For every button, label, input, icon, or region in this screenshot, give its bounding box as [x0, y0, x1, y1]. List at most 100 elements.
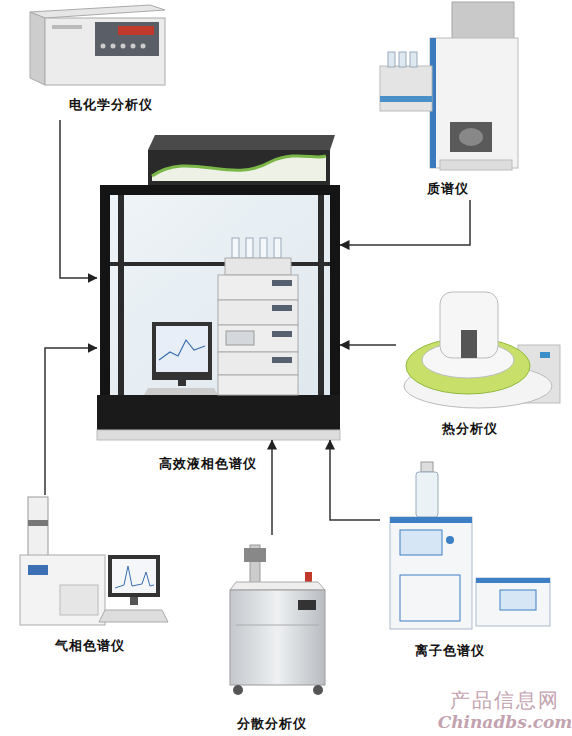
hplc-enclosure-picture-part	[110, 262, 330, 266]
electrochemical-analyzer-picture-part	[30, 12, 45, 85]
hplc-enclosure-picture-part	[272, 331, 292, 337]
instrument-node: 分散分析仪	[222, 535, 332, 733]
dispersion-analyzer-picture-part	[313, 685, 323, 695]
ion-chromatograph-picture-part	[390, 517, 472, 523]
mass-spectrometer-picture-part	[452, 2, 514, 40]
instrument-node: 电化学分析仪	[28, 5, 194, 120]
hplc-enclosure-picture-part	[232, 238, 239, 258]
mass-spectrometer-picture-part	[430, 38, 518, 168]
connector-arrow	[340, 344, 396, 346]
instrument-label: 高效液相色谱仪	[159, 455, 257, 472]
hplc-enclosure-picture-part	[148, 150, 330, 185]
gas-chromatograph-picture-part	[28, 565, 48, 575]
electrochemical-analyzer-picture-part	[111, 44, 116, 49]
hplc-enclosure-picture-part	[218, 375, 298, 395]
hplc-enclosure-picture-part	[318, 195, 324, 395]
dispersion-analyzer-picture	[230, 545, 325, 695]
hplc-enclosure-picture-part	[97, 395, 340, 430]
hplc-enclosure-picture-part	[118, 195, 124, 395]
hplc-enclosure-picture-part	[218, 300, 298, 325]
electrochemical-analyzer-picture-part	[118, 26, 154, 35]
ion-chromatograph-picture-part	[500, 590, 536, 610]
ion-chromatograph-picture-part	[390, 517, 472, 629]
mass-spectrometer-picture-part	[380, 96, 432, 102]
ion-chromatograph-picture-part	[400, 530, 442, 555]
hplc-enclosure-picture-part	[272, 305, 292, 311]
instrument-node: 高效液相色谱仪	[97, 135, 340, 440]
ion-chromatograph-picture-part	[421, 462, 433, 472]
ion-chromatograph-picture-part	[416, 472, 438, 517]
hplc-enclosure-picture-part	[272, 357, 292, 363]
hplc-enclosure-picture-part	[330, 185, 340, 430]
hplc-enclosure-picture-part	[272, 280, 292, 286]
instrument-label: 分散分析仪	[237, 715, 307, 732]
thermal-analyzer-picture	[404, 292, 560, 408]
hplc-enclosure-picture-part	[110, 195, 330, 395]
mass-spectrometer-picture-part	[459, 128, 483, 146]
connector-arrow	[340, 200, 470, 245]
mass-spectrometer-picture-part	[440, 160, 512, 170]
watermark: 产品信息网	[450, 688, 560, 712]
hplc-enclosure-picture-part	[144, 388, 218, 395]
mass-spectrometer-picture-part	[380, 66, 432, 111]
gas-chromatograph-picture-part	[108, 555, 160, 597]
electrochemical-analyzer-picture-part	[141, 44, 146, 49]
ion-chromatograph-picture-part	[476, 578, 550, 626]
mass-spectrometer-picture-part	[450, 122, 492, 152]
gas-chromatograph-picture-part	[20, 555, 105, 625]
instrument-label: 电化学分析仪	[69, 96, 153, 113]
hplc-enclosure-picture-part	[218, 325, 298, 352]
dispersion-analyzer-picture-part	[230, 590, 325, 685]
electrochemical-analyzer-picture-part	[45, 18, 165, 85]
hplc-enclosure-picture-part	[178, 380, 186, 386]
mass-spectrometer-picture-part	[399, 52, 406, 67]
ion-chromatograph-picture-part	[446, 536, 454, 544]
instrument-label: 离子色谱仪	[415, 642, 485, 659]
dispersion-analyzer-picture-part	[244, 548, 266, 562]
hplc-enclosure-picture-part	[100, 185, 340, 195]
connector-arrow	[271, 440, 273, 535]
ion-chromatograph-picture-part	[476, 578, 550, 583]
mass-spectrometer-picture-part	[410, 52, 417, 67]
hplc-enclosure-picture-part	[152, 156, 326, 176]
dispersion-analyzer-picture-part	[233, 685, 243, 695]
instrument-label: 质谱仪	[427, 180, 469, 197]
hplc-enclosure-picture-part	[225, 258, 291, 275]
ion-chromatograph-picture-part	[400, 575, 460, 621]
electrochemical-analyzer-picture	[30, 5, 165, 85]
hplc-enclosure-picture-part	[246, 238, 253, 258]
gas-chromatograph-picture-part	[28, 497, 48, 557]
electrochemical-analyzer-picture-part	[30, 5, 165, 18]
hplc-enclosure-picture-part	[148, 135, 335, 150]
hplc-enclosure-picture-part	[226, 331, 254, 345]
electrochemical-analyzer-picture-part	[131, 44, 136, 49]
thermal-analyzer-picture-part	[461, 330, 477, 358]
instrument-label: 热分析仪	[442, 420, 498, 437]
connector-arrow	[60, 120, 97, 278]
electrochemical-analyzer-picture-part	[52, 25, 82, 29]
hplc-enclosure-picture-part	[97, 430, 340, 440]
dispersion-analyzer-picture-part	[298, 600, 316, 610]
hplc-enclosure-picture-part	[152, 156, 326, 181]
thermal-analyzer-picture-part	[540, 352, 550, 358]
hplc-enclosure-picture-part	[260, 238, 267, 258]
connector-arrow	[45, 348, 97, 495]
dispersion-analyzer-picture-part	[230, 582, 325, 590]
hplc-enclosure-picture-part	[218, 275, 298, 300]
watermark: Chinadbs.com	[438, 712, 572, 732]
hplc-enclosure-picture-part	[156, 326, 208, 372]
instrument-node: 离子色谱仪	[380, 458, 555, 662]
connector-arrow	[330, 440, 380, 520]
gas-chromatograph-picture-part	[130, 597, 138, 605]
instrument-node: 气相色谱仪	[15, 495, 170, 658]
electrochemical-analyzer-picture-part	[101, 44, 106, 49]
hplc-enclosure-picture	[97, 135, 340, 440]
gas-chromatograph-picture-part	[112, 559, 156, 593]
electrochemical-analyzer-picture-part	[121, 44, 126, 49]
gas-chromatograph-picture-part	[115, 566, 154, 588]
gas-chromatograph-picture-part	[99, 610, 168, 622]
hplc-enclosure-picture-part	[159, 340, 205, 360]
hplc-enclosure-picture-part	[152, 322, 212, 380]
ion-chromatograph-picture	[390, 462, 550, 629]
